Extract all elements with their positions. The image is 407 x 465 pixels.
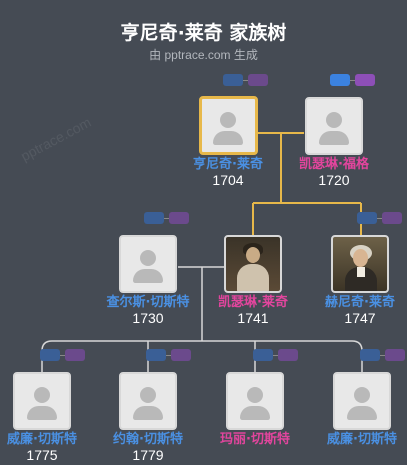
add-spouse-button[interactable] (355, 74, 375, 86)
node-buttons-p6 (40, 349, 85, 361)
person-year: 1720 (318, 172, 350, 188)
person-name: 约翰·切斯特 (113, 432, 183, 447)
person-node-p9[interactable]: 威廉·切斯特 (314, 372, 407, 447)
person-node-p3[interactable]: 查尔斯·切斯特 1730 (100, 235, 196, 326)
add-parent-button[interactable] (357, 212, 377, 224)
person-year: 1704 (212, 172, 244, 188)
person-node-p7[interactable]: 约翰·切斯特 1779 (100, 372, 196, 463)
avatar[interactable] (226, 372, 284, 430)
add-spouse-button[interactable] (385, 349, 405, 361)
avatar[interactable] (13, 372, 71, 430)
portrait-photo[interactable] (224, 235, 282, 293)
add-parent-button[interactable] (146, 349, 166, 361)
person-icon (34, 387, 50, 403)
person-icon (140, 250, 156, 266)
person-icon (326, 112, 342, 128)
add-spouse-button[interactable] (382, 212, 402, 224)
person-node-p1[interactable]: 亨尼奇·莱奇 1704 (180, 96, 276, 188)
node-buttons-p9 (360, 349, 405, 361)
avatar[interactable] (119, 235, 177, 293)
add-spouse-button[interactable] (171, 349, 191, 361)
person-node-p5[interactable]: 赫尼奇·莱奇 1747 (312, 235, 407, 326)
node-buttons-p7 (146, 349, 191, 361)
person-name: 威廉·切斯特 (327, 432, 397, 447)
avatar[interactable] (305, 97, 363, 155)
avatar[interactable] (333, 372, 391, 430)
add-parent-button[interactable] (40, 349, 60, 361)
person-name: 玛丽·切斯特 (220, 432, 290, 447)
person-icon (140, 387, 156, 403)
add-spouse-button[interactable] (248, 74, 268, 86)
person-year: 1779 (132, 447, 164, 463)
page-subtitle: 由 pptrace.com 生成 (149, 48, 258, 62)
person-node-p8[interactable]: 玛丽·切斯特 (207, 372, 303, 447)
node-buttons-p8 (253, 349, 298, 361)
add-parent-button[interactable] (144, 212, 164, 224)
node-buttons-p1 (223, 74, 268, 86)
sibling-line-gen3 (41, 340, 363, 352)
person-year: 1775 (26, 447, 58, 463)
node-buttons-p5 (357, 212, 402, 224)
person-name: 查尔斯·切斯特 (106, 295, 190, 310)
add-parent-button[interactable] (360, 349, 380, 361)
avatar[interactable] (198, 96, 258, 155)
add-parent-button[interactable] (223, 74, 243, 86)
page-title: 亨尼奇·莱奇 家族树 (120, 22, 287, 44)
avatar[interactable] (119, 372, 177, 430)
person-node-p2[interactable]: 凯瑟琳·福格 1720 (286, 97, 382, 188)
person-year: 1747 (344, 310, 376, 326)
add-parent-button[interactable] (253, 349, 273, 361)
person-node-p4[interactable]: 凯瑟琳·莱奇 1741 (205, 235, 301, 326)
person-icon (247, 387, 263, 403)
person-year: 1741 (237, 310, 269, 326)
node-buttons-p3 (144, 212, 189, 224)
add-spouse-button[interactable] (65, 349, 85, 361)
person-year: 1730 (132, 310, 164, 326)
add-spouse-button[interactable] (278, 349, 298, 361)
node-buttons-p2 (330, 74, 375, 86)
person-icon (220, 112, 236, 128)
person-name: 凯瑟琳·福格 (299, 157, 369, 172)
person-name: 赫尼奇·莱奇 (325, 295, 395, 310)
person-icon (354, 387, 370, 403)
person-name: 威廉·切斯特 (7, 432, 77, 447)
person-name: 凯瑟琳·莱奇 (218, 295, 288, 310)
add-parent-button[interactable] (330, 74, 350, 86)
portrait-photo[interactable] (331, 235, 389, 293)
add-spouse-button[interactable] (169, 212, 189, 224)
person-node-p6[interactable]: 威廉·切斯特 1775 (0, 372, 90, 463)
person-name: 亨尼奇·莱奇 (193, 157, 263, 172)
